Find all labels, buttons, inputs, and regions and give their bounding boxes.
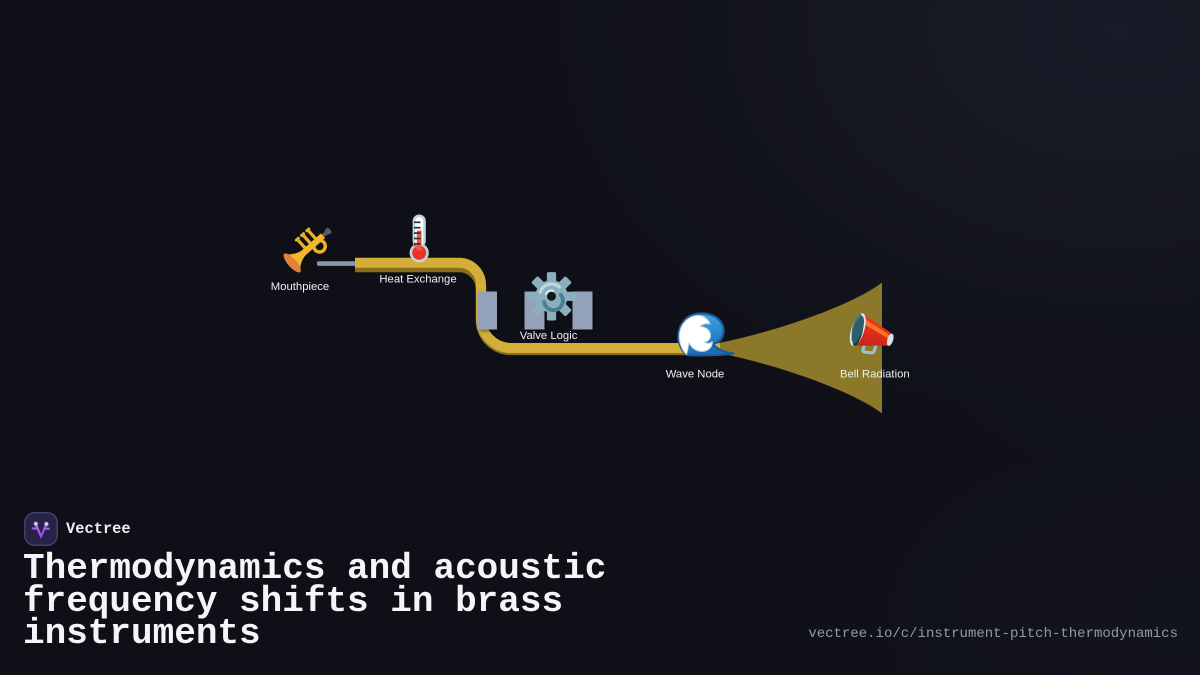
svg-text:Bell Radiation: Bell Radiation [840,369,910,381]
svg-text:Mouthpiece: Mouthpiece [271,281,329,293]
svg-text:Wave Node: Wave Node [666,369,725,381]
svg-text:Valve Logic: Valve Logic [520,330,578,342]
svg-text:Heat Exchange: Heat Exchange [379,274,456,286]
